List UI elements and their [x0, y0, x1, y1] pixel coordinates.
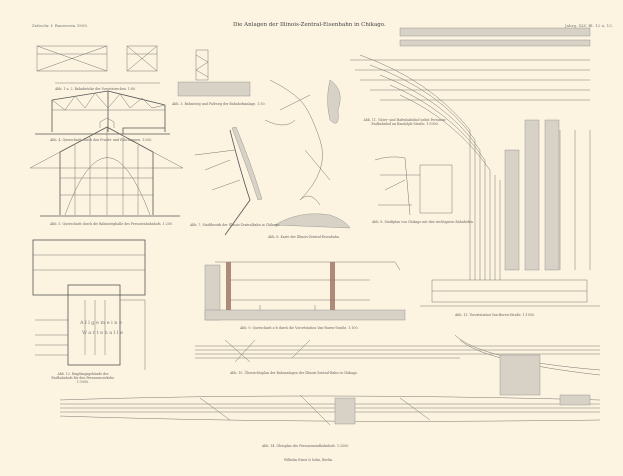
fig8-city-map	[374, 156, 453, 216]
hall-label-1: Allgemeine	[80, 320, 124, 326]
fig13-station-plan	[420, 279, 600, 307]
fig11-yard-plan	[350, 27, 591, 280]
caption-fig10: Abb. 10. Übersichtsplan der Bahnanlagen …	[230, 371, 358, 375]
caption-fig11: Abb. 11. Güter- und Hafenbahnhof nebst P…	[363, 118, 447, 126]
caption-fig3: Abb. 3. Bahnsteig und Fußweg der Bahnhof…	[172, 102, 266, 106]
journal-header: Zeitschr. f. Bauwesen 1895.	[32, 23, 89, 28]
fig3-pier-drawing	[177, 49, 251, 97]
caption-fig7: Abb. 7. Stadtbezirk der Illinois-Zentral…	[190, 223, 281, 227]
caption-fig14: Abb. 14. Gleisplan des Personenendbahnho…	[262, 444, 350, 448]
caption-fig1-2: Abb. 1 u. 2. Bahnbrücke der Vorortstreck…	[55, 87, 136, 91]
fig14-track-plan	[59, 394, 601, 426]
fig7-district-map	[194, 126, 263, 236]
caption-fig4: Abb. 4. Querschnitt durch den Fracht- un…	[50, 138, 153, 142]
hall-label-2: Wartehalle	[82, 330, 125, 336]
fig4-shed-section	[35, 90, 170, 135]
fig9-station-section	[204, 261, 406, 321]
fig1-bridge-drawing	[36, 45, 160, 84]
page-title: Die Anlagen der Illinois-Zentral-Eisenba…	[233, 22, 386, 28]
fig10-track-overview	[195, 334, 601, 396]
caption-fig5: Abb. 5. Querschnitt durch die Bahnsteigh…	[50, 222, 173, 226]
volume-header: Jahrg. XLV. Bl. 12 u. 13.	[565, 23, 613, 28]
fig6-railway-map	[264, 79, 351, 229]
fig12-station-plan	[32, 239, 146, 370]
caption-fig12: Abb. 12. Empfangsgebäude des Endbahnhofs…	[51, 372, 115, 384]
caption-fig8: Abb. 8. Stadtplan von Chikago mit den wi…	[372, 220, 474, 224]
publisher-footer: Wilhelm Ernst & Sohn, Berlin.	[284, 458, 334, 462]
fig5-hall-section	[29, 117, 184, 217]
caption-fig6: Abb. 6. Karte der Illinois-Zentral-Eisen…	[268, 235, 340, 239]
caption-fig9: Abb. 9. Querschnitt a-b durch die Vorort…	[240, 326, 359, 330]
caption-fig13: Abb. 13. Vorortstation Van-Buren-Straße.…	[455, 313, 535, 317]
